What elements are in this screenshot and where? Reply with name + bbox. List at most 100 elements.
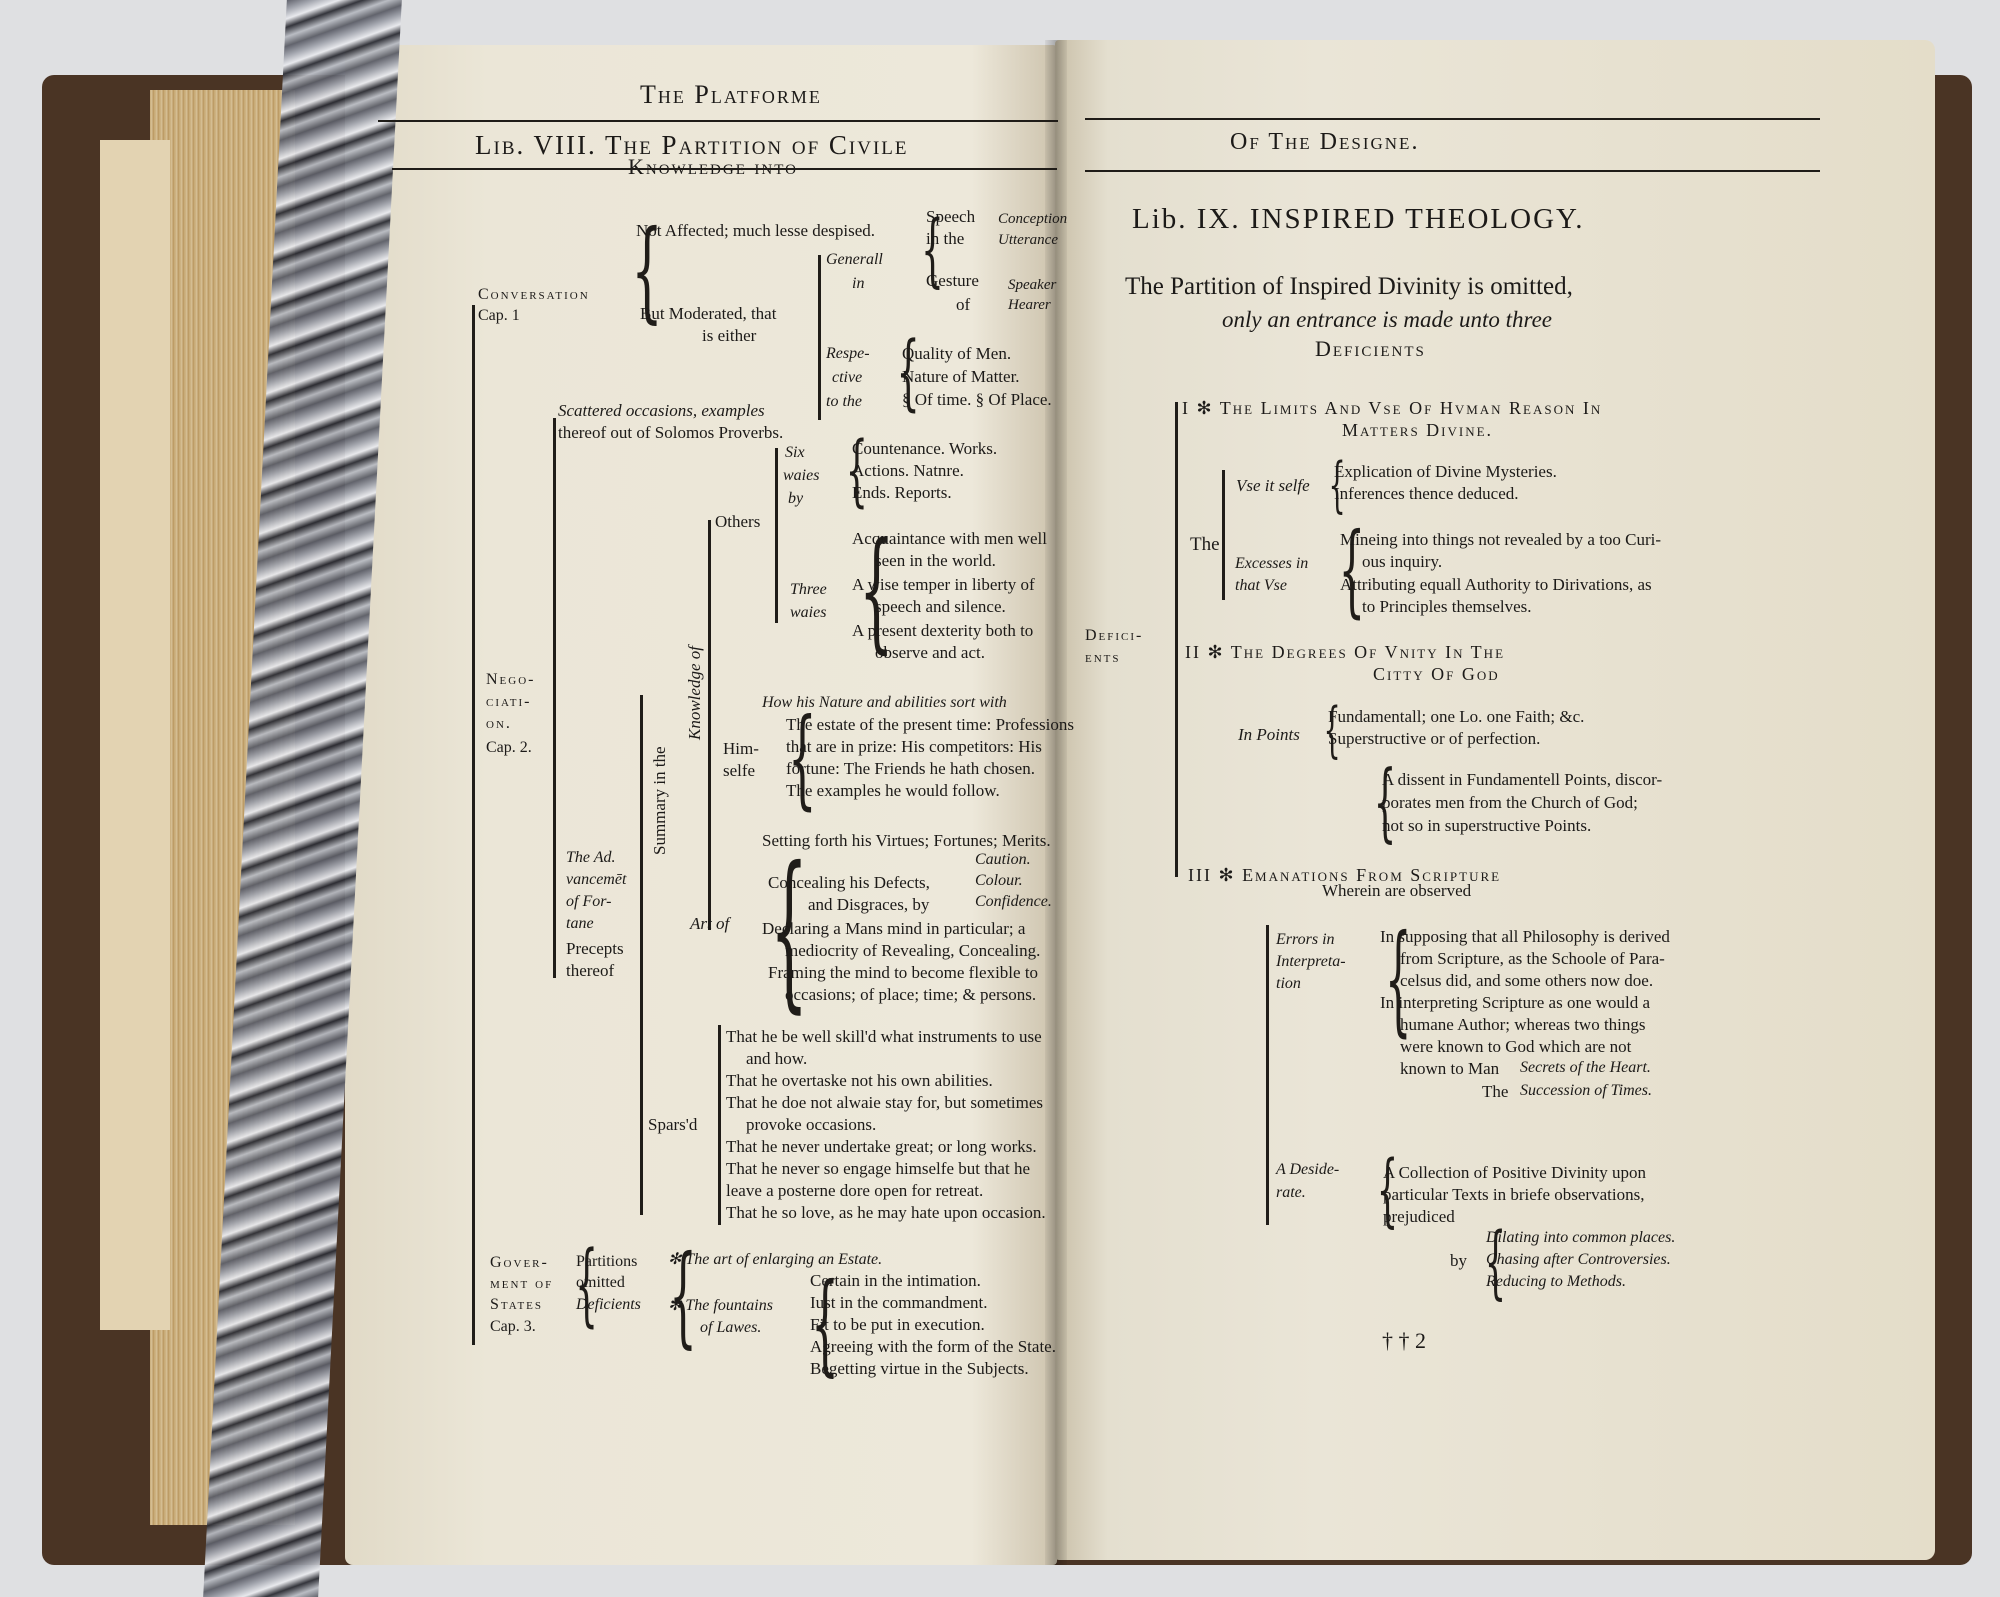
caution: Caution. [975,851,1031,868]
government-cap: Cap. 3. [490,1318,536,1335]
government-label-2: ment of [490,1275,554,1292]
government-label-3: States [490,1296,544,1313]
deficients-bracket [1175,402,1178,877]
excesses-1: Excesses in [1235,555,1309,572]
errors-3: tion [1276,975,1301,992]
setting-forth: Setting forth his Virtues; Fortunes; Mer… [762,831,1051,850]
dexterity-2: observe and act. [875,643,985,662]
others: Others [715,512,761,531]
left-running-head: The Platforme [640,80,822,109]
interpreting-4: known to Man [1400,1059,1500,1078]
section-iii-title-2: Wherein are observed [1322,881,1472,900]
temper-2: speech and silence. [875,597,1006,616]
mineing-1: Mineing into things not revealed by a to… [1340,530,1662,549]
supposing-2: from Scripture, as the Schoole of Para- [1400,949,1665,968]
not-affected: Not Affected; much lesse despised. [636,221,876,240]
dissent-2: porates men from the Church of God; [1382,793,1638,812]
generall-brace: { [920,203,944,296]
excesses-2: that Vse [1235,577,1287,594]
scattered-2: thereof out of Solomos Proverbs. [558,423,784,442]
spars-3: That he overtaske not his own abilities. [726,1071,993,1090]
speaker: Speaker [1008,277,1057,293]
spars-4: That he doe not alwaie stay for, but som… [726,1093,1044,1112]
conversation-label: Conversation [478,286,590,303]
right-page [1055,40,1935,1560]
three-1: Three [790,581,827,598]
main-bracket [472,305,475,1345]
flyleaf [100,140,170,1330]
desiderate-brace: { [1376,1143,1399,1236]
errors-brace: { [1384,910,1412,1049]
left-title: Lib. VIII. The Partition of Civile [475,130,909,160]
ends: Ends. Reports. [852,483,952,502]
spars-8: leave a posterne dore open for retreat. [726,1181,984,1200]
in-points: In Points [1238,725,1300,744]
left-page [345,45,1057,1565]
advancement-4: tane [566,915,594,932]
signature-mark: † † 2 [1382,1328,1426,1353]
precepts-1: Precepts [566,939,624,958]
spars-9: That he so love, as he may hate upon occ… [726,1203,1046,1222]
acquaintance-1: Acquaintance with men well [852,529,1047,548]
interpreting-3: were known to God which are not [1400,1037,1632,1056]
estate-3: fortune: The Friends he hath chosen. [786,759,1035,778]
generall-in: in [852,275,865,292]
temper-1: A wise temper in liberty of [852,575,1035,594]
supposing-1: In supposing that all Philosophy is deri… [1380,927,1670,946]
estate-4: The examples he would follow. [786,781,1000,800]
six-brace: { [845,426,868,516]
lib-ix-title: Lib. IX. INSPIRED THEOLOGY. [1132,203,1585,235]
respective-2: ctive [832,369,863,386]
government-brace: { [575,1232,599,1337]
negotiation-cap: Cap. 2. [486,739,532,756]
of-time-place: § Of time. § Of Place. [902,390,1052,409]
conversation-brace: { [631,206,663,334]
respective-3: to the [826,393,862,410]
government-label-1: Gover- [490,1254,549,1271]
use-itselfe: Vse it selfe [1236,476,1310,495]
deficients-1: Defici- [1085,627,1144,644]
right-head-rule-top [1085,118,1820,120]
partitions-brace: { [669,1231,697,1359]
art-brace: { [770,831,809,1029]
deficients-2: ents [1085,649,1121,666]
moderated-2: is either [702,326,757,345]
section-iii-title: III ✻ Emanations From Scripture [1188,865,1502,885]
quality-of-men: Quality of Men. [902,344,1012,363]
the-bracket [1222,470,1225,600]
moderated: But Moderated, that [640,304,777,323]
negotiation-label-1: Nego- [486,671,536,688]
dissent-3: not so in superstructive Points. [1382,816,1592,835]
certain: Certain in the intimation. [810,1271,981,1290]
advancement-3: of For- [566,893,612,910]
spars-bracket [718,1025,721,1225]
partitions-3: Deficients [576,1296,641,1313]
knowledge-bracket [708,520,711,930]
errors-1: Errors in [1276,931,1335,948]
knowledge-of-vertical: Knowledge of [685,646,704,740]
secrets-of-heart: Secrets of the Heart. [1520,1059,1651,1076]
in-points-brace: { [1323,695,1341,765]
summary-bracket [640,695,643,1215]
gesture: Gesture [926,271,979,290]
left-title-rule [392,168,1057,170]
use-brace: { [1328,450,1346,520]
summary-vertical: Summary in the [650,746,669,855]
by: by [1450,1251,1467,1270]
scattered-1: Scattered occasions, examples [558,401,765,420]
hearer: Hearer [1008,297,1051,313]
reducing: Reducing to Methods. [1486,1273,1626,1290]
estate-2: that are in prize: His competitors: His [786,737,1042,756]
attributing-1: Attributing equall Authority to Dirivati… [1340,575,1652,594]
section-ii-title-2: Citty Of God [1373,664,1500,684]
nature-abilities: How his Nature and abilities sort with [762,694,1007,711]
gesture-of: of [956,295,971,314]
dissent-brace: { [1373,753,1397,852]
himselfe-brace: { [787,696,817,821]
gutter-shadow [1045,40,1067,1565]
spars-2: and how. [746,1049,808,1068]
negotiation-label-2: ciati- [486,693,532,710]
precepts-2: thereof [566,961,615,980]
subtitle-3: Deficients [1315,336,1426,361]
section-i-title: I ✻ The Limits And Vse Of Hvman Reason I… [1182,398,1603,418]
